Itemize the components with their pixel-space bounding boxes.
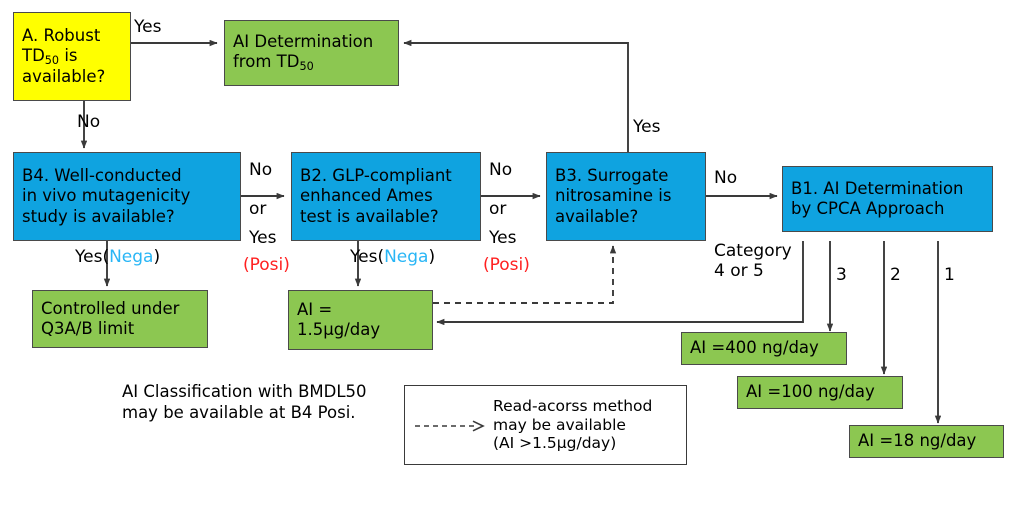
node-ai-400-ng-day[interactable]: AI =400 ng/day — [681, 332, 847, 365]
edge-label-b2-yes: Yes — [489, 228, 517, 248]
node-b2-line1: B2. GLP-compliant — [300, 166, 452, 186]
node-ai-td50-line1: AI Determination — [233, 32, 374, 52]
legend-line1: Read-acorss method — [493, 396, 653, 415]
node-b4-line1: B4. Well-conducted — [22, 166, 182, 186]
node-b3-line3: available? — [555, 206, 639, 226]
edge-label-b2-no: No — [489, 160, 513, 180]
edge-label-a-no: No — [77, 112, 101, 132]
edge-label-cpca-3: 3 — [836, 265, 847, 285]
edge-label-category-4-or-5: Category 4 or 5 — [714, 241, 792, 282]
category-line2: 4 or 5 — [714, 261, 764, 282]
edge-label-cpca-2: 2 — [890, 265, 901, 285]
node-b4-in-vivo-mutagenicity[interactable]: B4. Well-conducted in vivo mutagenicity … — [13, 152, 241, 241]
edge-label-b3-yes: Yes — [633, 117, 661, 137]
edge-label-b2-or: or — [489, 199, 507, 219]
edge-label-b2-yes-nega: Yes(Nega) — [350, 247, 436, 267]
node-b3-line1: B3. Surrogate — [555, 166, 669, 186]
node-b1-line1: B1. AI Determination — [791, 178, 964, 198]
node-ai-determination-from-td50[interactable]: AI Determination from TD50 — [224, 20, 399, 86]
node-a-line2: TD50 is — [22, 45, 78, 67]
node-b2-line3: test is available? — [300, 206, 439, 226]
node-ai15-line2: 1.5μg/day — [297, 320, 381, 339]
edge-label-b4-yes-nega: Yes(Nega) — [75, 247, 161, 267]
node-b4-line2: in vivo mutagenicity — [22, 186, 191, 206]
edge-label-cpca-1: 1 — [944, 265, 955, 285]
node-a-line1: A. Robust — [22, 25, 101, 45]
edge-label-b4-posi: (Posi) — [243, 255, 290, 275]
category-line1: Category — [714, 241, 792, 261]
note-bmdl50: AI Classification with BMDL50 may be ava… — [122, 382, 367, 423]
edge-label-b4-no: No — [249, 160, 273, 180]
node-controlled-line2: Q3A/B limit — [41, 319, 135, 338]
node-b4-line3: study is available? — [22, 206, 175, 226]
node-controlled-q3ab-limit[interactable]: Controlled under Q3A/B limit — [32, 290, 208, 348]
legend-text: Read-acorss method may be available (AI … — [493, 397, 652, 454]
node-ai400-line1: AI =400 ng/day — [690, 338, 819, 358]
legend-line2: may be available — [493, 415, 626, 434]
edge-label-b4-or: or — [249, 199, 267, 219]
node-b2-line2: enhanced Ames — [300, 186, 433, 206]
edge-label-b4-yes: Yes — [249, 228, 277, 248]
node-b3-line2: nitrosamine is — [555, 186, 672, 206]
node-a-line3: available? — [22, 67, 106, 87]
node-ai-1-5-ug-day[interactable]: AI = 1.5μg/day — [288, 290, 433, 350]
node-a-robust-td50[interactable]: A. Robust TD50 is available? — [13, 12, 131, 101]
legend-read-across: Read-acorss method may be available (AI … — [404, 385, 687, 465]
node-b2-ames-test[interactable]: B2. GLP-compliant enhanced Ames test is … — [291, 152, 481, 241]
node-controlled-line1: Controlled under — [41, 298, 180, 318]
note-bmdl50-line1: AI Classification with BMDL50 — [122, 382, 367, 401]
legend-line3: (AI >1.5μg/day) — [493, 434, 617, 453]
edge-label-a-yes: Yes — [134, 17, 162, 37]
node-ai15-line1: AI = — [297, 299, 333, 319]
node-ai18-line1: AI =18 ng/day — [858, 431, 977, 451]
node-ai-td50-line2: from TD50 — [233, 52, 314, 74]
node-ai-18-ng-day[interactable]: AI =18 ng/day — [849, 425, 1004, 458]
node-ai100-line1: AI =100 ng/day — [746, 382, 875, 402]
note-bmdl50-line2: may be available at B4 Posi. — [122, 402, 356, 422]
node-ai-100-ng-day[interactable]: AI =100 ng/day — [737, 376, 903, 409]
edge-b3-yes — [403, 39, 629, 152]
dashed-arrow-icon — [413, 418, 487, 432]
node-b1-line2: by CPCA Approach — [791, 199, 945, 218]
edge-label-b2-posi: (Posi) — [483, 255, 530, 275]
node-b3-surrogate-nitrosamine[interactable]: B3. Surrogate nitrosamine is available? — [546, 152, 706, 241]
node-b1-cpca-approach[interactable]: B1. AI Determination by CPCA Approach — [782, 166, 993, 232]
edge-label-b3-no: No — [714, 168, 738, 188]
